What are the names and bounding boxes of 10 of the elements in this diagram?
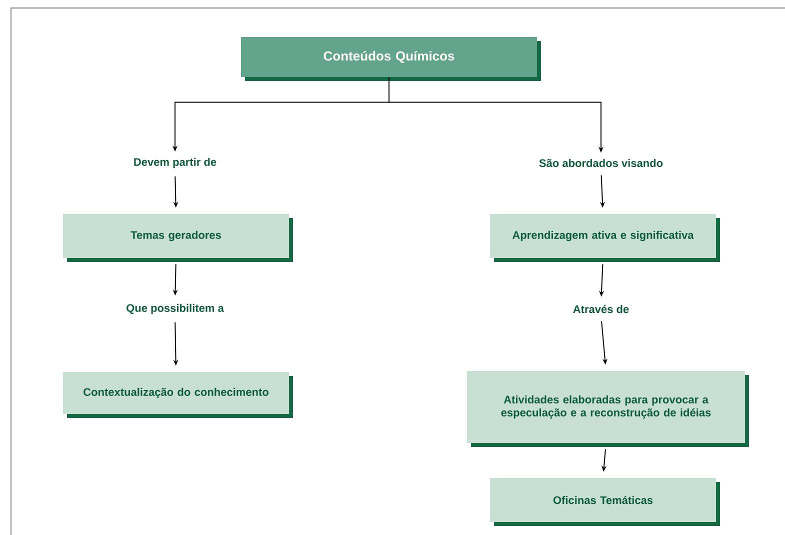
connector-text: Que possibilitem a xyxy=(126,304,224,314)
concept-box: Contextualização do conhecimento xyxy=(63,372,293,418)
connector-text: Devem partir de xyxy=(134,158,216,168)
title-box: Conteúdos Químicos xyxy=(241,37,541,81)
concept-box: Oficinas Temáticas xyxy=(490,478,720,526)
concept-box: Temas geradores xyxy=(63,214,293,262)
connector-text: São abordados visando xyxy=(539,158,663,168)
concept-box: Atividades elaboradas para provocar a especulação e a reconstrução de idéias xyxy=(467,371,749,447)
connector-text: Através de xyxy=(573,304,629,314)
concept-box: Aprendizagem ativa e significativa xyxy=(490,214,720,262)
